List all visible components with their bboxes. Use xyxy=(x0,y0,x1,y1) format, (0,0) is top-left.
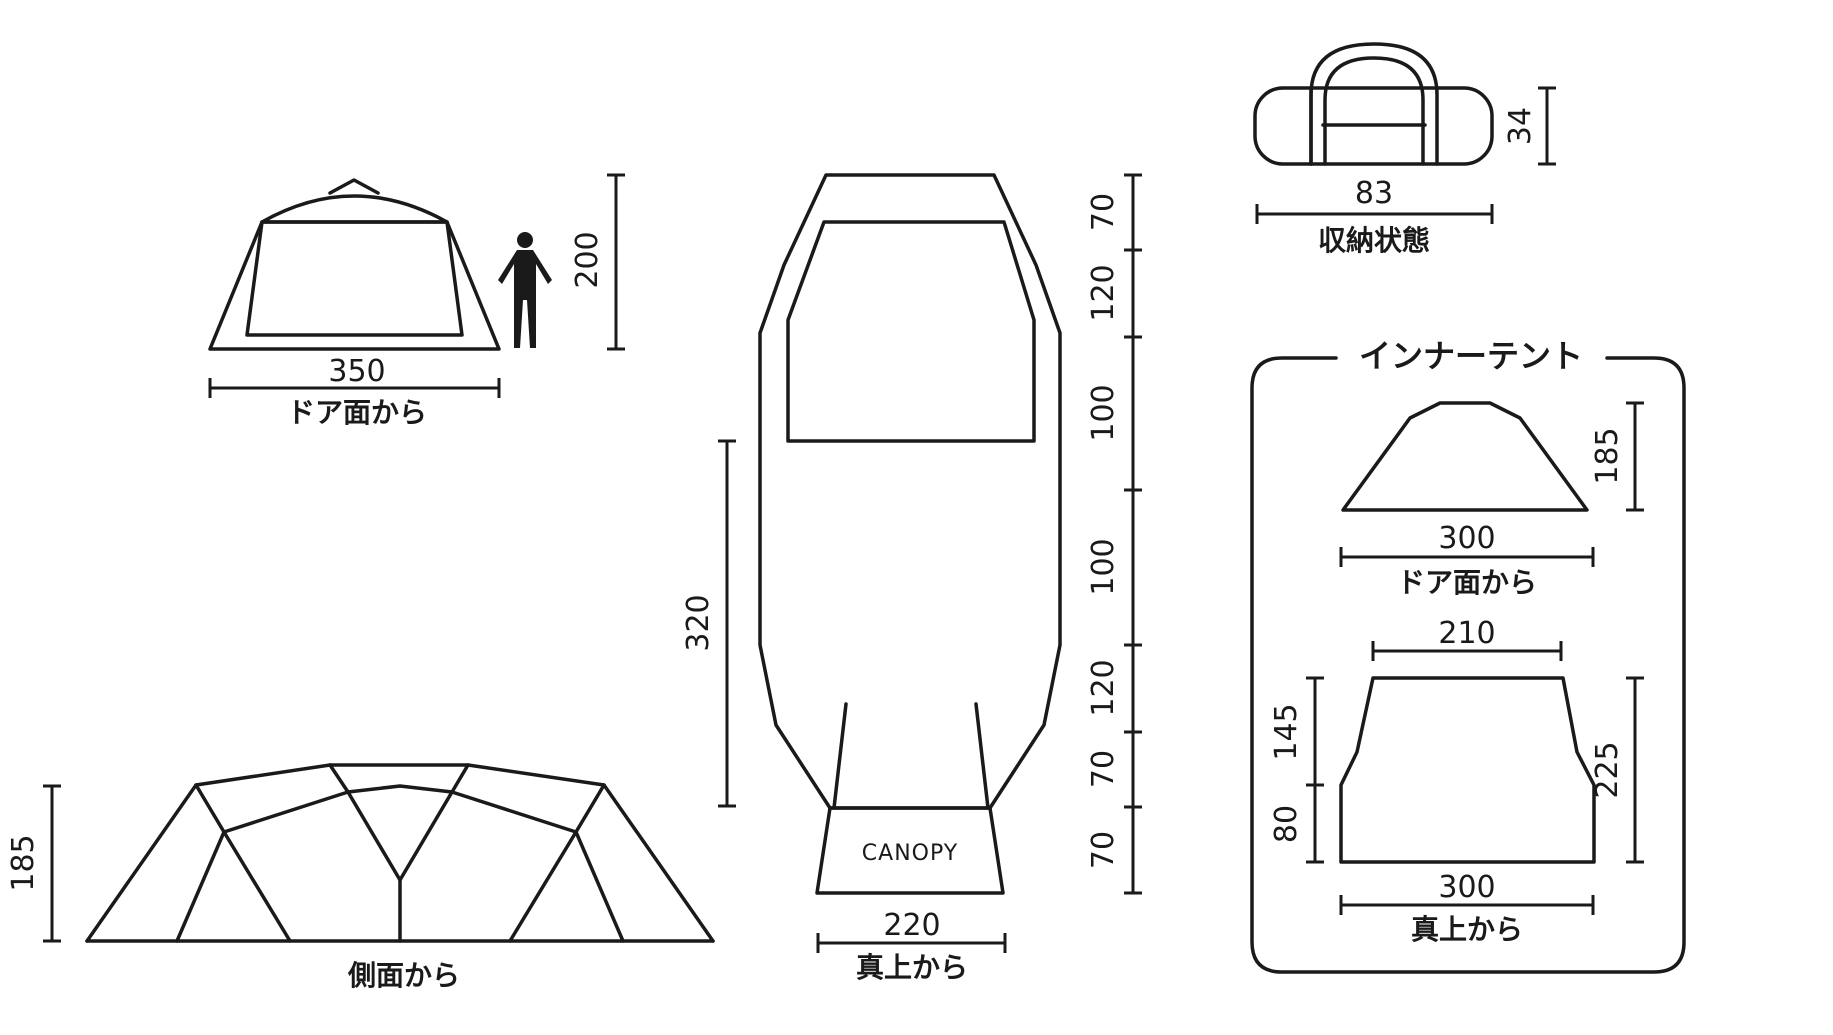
inner-front-height-dimension: 185 xyxy=(1590,401,1644,512)
front-height-label: 200 xyxy=(570,231,605,288)
packed-height-dimension: 34 xyxy=(1503,86,1556,166)
packed-caption: 収納状態 xyxy=(1318,224,1430,257)
inner-right-dimension: 225 xyxy=(1590,676,1644,864)
inner-top-caption: 真上から xyxy=(1411,913,1523,946)
packed-height-label: 34 xyxy=(1503,107,1538,145)
front-height-dimension: 200 xyxy=(570,173,625,351)
inner-front-width-label: 300 xyxy=(1438,521,1495,556)
top-length-label: 320 xyxy=(681,594,716,651)
side-view: 185 側面から xyxy=(6,763,715,992)
front-view: 350 200 ドア面から xyxy=(208,173,625,429)
side-view-tent xyxy=(85,763,715,943)
inner-front-caption: ドア面から xyxy=(1397,566,1537,599)
segment-label: 70 xyxy=(1086,750,1121,788)
side-height-dimension: 185 xyxy=(6,784,61,943)
inner-left-dimension: 145 80 xyxy=(1269,676,1324,864)
inner-right-label: 225 xyxy=(1590,741,1625,798)
packed-view: 83 34 収納状態 xyxy=(1253,42,1556,257)
inner-left-upper-label: 145 xyxy=(1269,703,1304,760)
front-view-tent xyxy=(208,178,501,351)
segment-dimension-scale: 70 120 100 100 120 70 70 xyxy=(1086,173,1142,895)
inner-top-width-label: 210 xyxy=(1438,616,1495,651)
inner-tent-panel: インナーテント 185 300 ドア面から xyxy=(1250,337,1686,974)
top-width-dimension: 220 xyxy=(816,908,1007,953)
segment-label: 70 xyxy=(1086,831,1121,869)
segment-label: 120 xyxy=(1086,264,1121,321)
inner-front-view: 185 300 ドア面から xyxy=(1339,401,1644,599)
segment-label: 120 xyxy=(1086,659,1121,716)
packed-width-dimension: 83 xyxy=(1255,176,1494,224)
inner-front-width-dimension: 300 xyxy=(1339,521,1595,567)
front-view-caption: ドア面から xyxy=(287,396,427,429)
carry-bag-icon xyxy=(1253,42,1494,166)
inner-top-width-dimension: 210 xyxy=(1371,616,1563,661)
person-silhouette-icon xyxy=(498,232,552,348)
packed-width-label: 83 xyxy=(1355,176,1393,211)
inner-front-height-label: 185 xyxy=(1590,427,1625,484)
inner-bottom-width-dimension: 300 xyxy=(1339,870,1595,915)
inner-top-view: 210 145 80 225 300 真上から xyxy=(1269,616,1644,946)
segment-label: 100 xyxy=(1086,384,1121,441)
top-width-label: 220 xyxy=(883,908,940,943)
top-view-caption: 真上から xyxy=(856,951,968,984)
front-width-dimension: 350 xyxy=(208,354,501,398)
top-length-dimension: 320 xyxy=(681,439,736,808)
side-height-label: 185 xyxy=(6,834,41,891)
canopy-label: CANOPY xyxy=(862,841,958,866)
side-view-caption: 側面から xyxy=(347,959,460,992)
top-view: CANOPY 320 220 70 120 100 100 xyxy=(681,173,1142,984)
segment-label: 100 xyxy=(1086,538,1121,595)
inner-tent-title: インナーテント xyxy=(1359,337,1583,375)
inner-left-lower-label: 80 xyxy=(1269,805,1304,843)
inner-bottom-width-label: 300 xyxy=(1438,870,1495,905)
front-width-label: 350 xyxy=(328,354,385,389)
segment-label: 70 xyxy=(1086,193,1121,231)
top-view-tent: CANOPY xyxy=(758,173,1062,895)
